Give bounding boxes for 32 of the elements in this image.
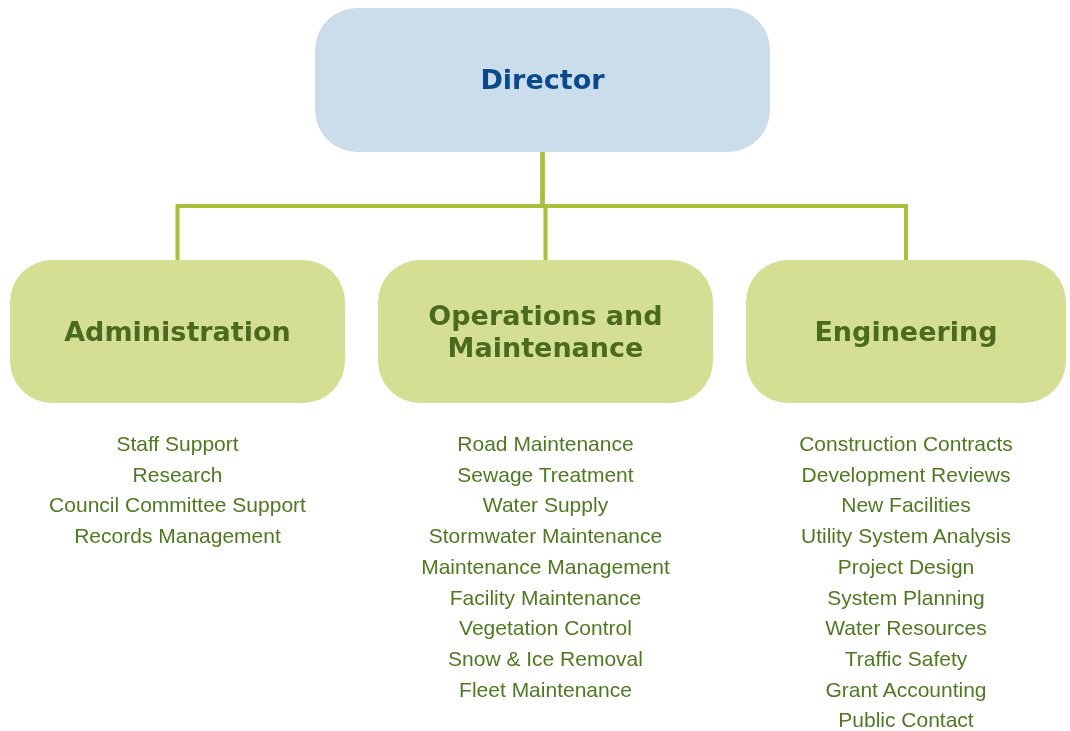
- function-item: Maintenance Management: [420, 553, 671, 580]
- department-box: [746, 260, 1066, 403]
- box-title: Administration: [63, 315, 292, 347]
- box-title: Operations and Maintenance: [427, 300, 664, 363]
- box-title: Director: [479, 64, 606, 96]
- function-item: Staff Support: [115, 431, 240, 457]
- function-item: Public Contact: [837, 707, 975, 731]
- function-item: Stormwater Maintenance: [427, 523, 664, 550]
- function-item: Water Supply: [481, 492, 610, 519]
- function-item: Research: [131, 461, 224, 488]
- box-title: Engineering: [813, 315, 999, 347]
- function-item: Road Maintenance: [456, 431, 635, 457]
- function-item: System Planning: [826, 584, 986, 611]
- function-item: New Facilities: [840, 492, 972, 519]
- connector-line: [540, 152, 908, 260]
- function-item: Water Resources: [824, 615, 988, 642]
- function-item: Facility Maintenance: [448, 584, 643, 611]
- director-box: [315, 8, 770, 152]
- department-box: [10, 260, 345, 403]
- function-item: Vegetation Control: [458, 615, 633, 642]
- function-item: Sewage Treatment: [456, 461, 635, 488]
- function-item: Development Reviews: [800, 461, 1012, 488]
- function-item: Grant Accounting: [824, 676, 988, 703]
- function-item: Records Management: [73, 523, 282, 550]
- function-item: Construction Contracts: [798, 431, 1014, 457]
- function-item: Utility System Analysis: [799, 523, 1013, 550]
- function-item: Snow & Ice Removal: [447, 645, 644, 672]
- department-box: [378, 260, 713, 403]
- function-item: Traffic Safety: [843, 645, 969, 672]
- function-item: Council Committee Support: [48, 492, 307, 519]
- function-item: Fleet Maintenance: [458, 676, 633, 703]
- function-item: Project Design: [836, 553, 976, 580]
